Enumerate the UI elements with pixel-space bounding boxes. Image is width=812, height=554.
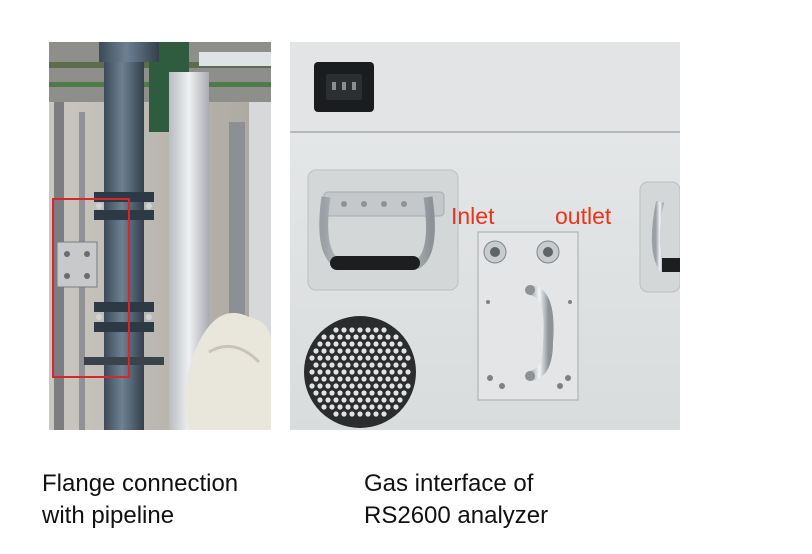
flange-caption: Flange connection with pipeline	[42, 468, 238, 532]
inlet-fitting-icon	[483, 240, 507, 264]
analyzer-panel-illustration	[290, 42, 680, 430]
inlet-label: Inlet	[451, 203, 495, 229]
outlet-label: outlet	[555, 203, 612, 229]
ventilation-grille	[304, 316, 416, 428]
pipeline-flange-photo	[49, 42, 271, 430]
flange-caption-line2: with pipeline	[42, 502, 175, 529]
outlet-fitting-icon	[536, 240, 560, 264]
pipeline-illustration	[49, 42, 271, 430]
analyzer-caption: Gas interface of RS2600 analyzer	[364, 468, 548, 532]
analyzer-caption-line1: Gas interface of	[364, 470, 534, 497]
flange-caption-line1: Flange connection	[42, 470, 239, 497]
analyzer-gas-interface-photo	[290, 42, 680, 430]
analyzer-caption-line2: RS2600 analyzer	[364, 502, 549, 529]
flange-highlight-box	[52, 198, 130, 378]
